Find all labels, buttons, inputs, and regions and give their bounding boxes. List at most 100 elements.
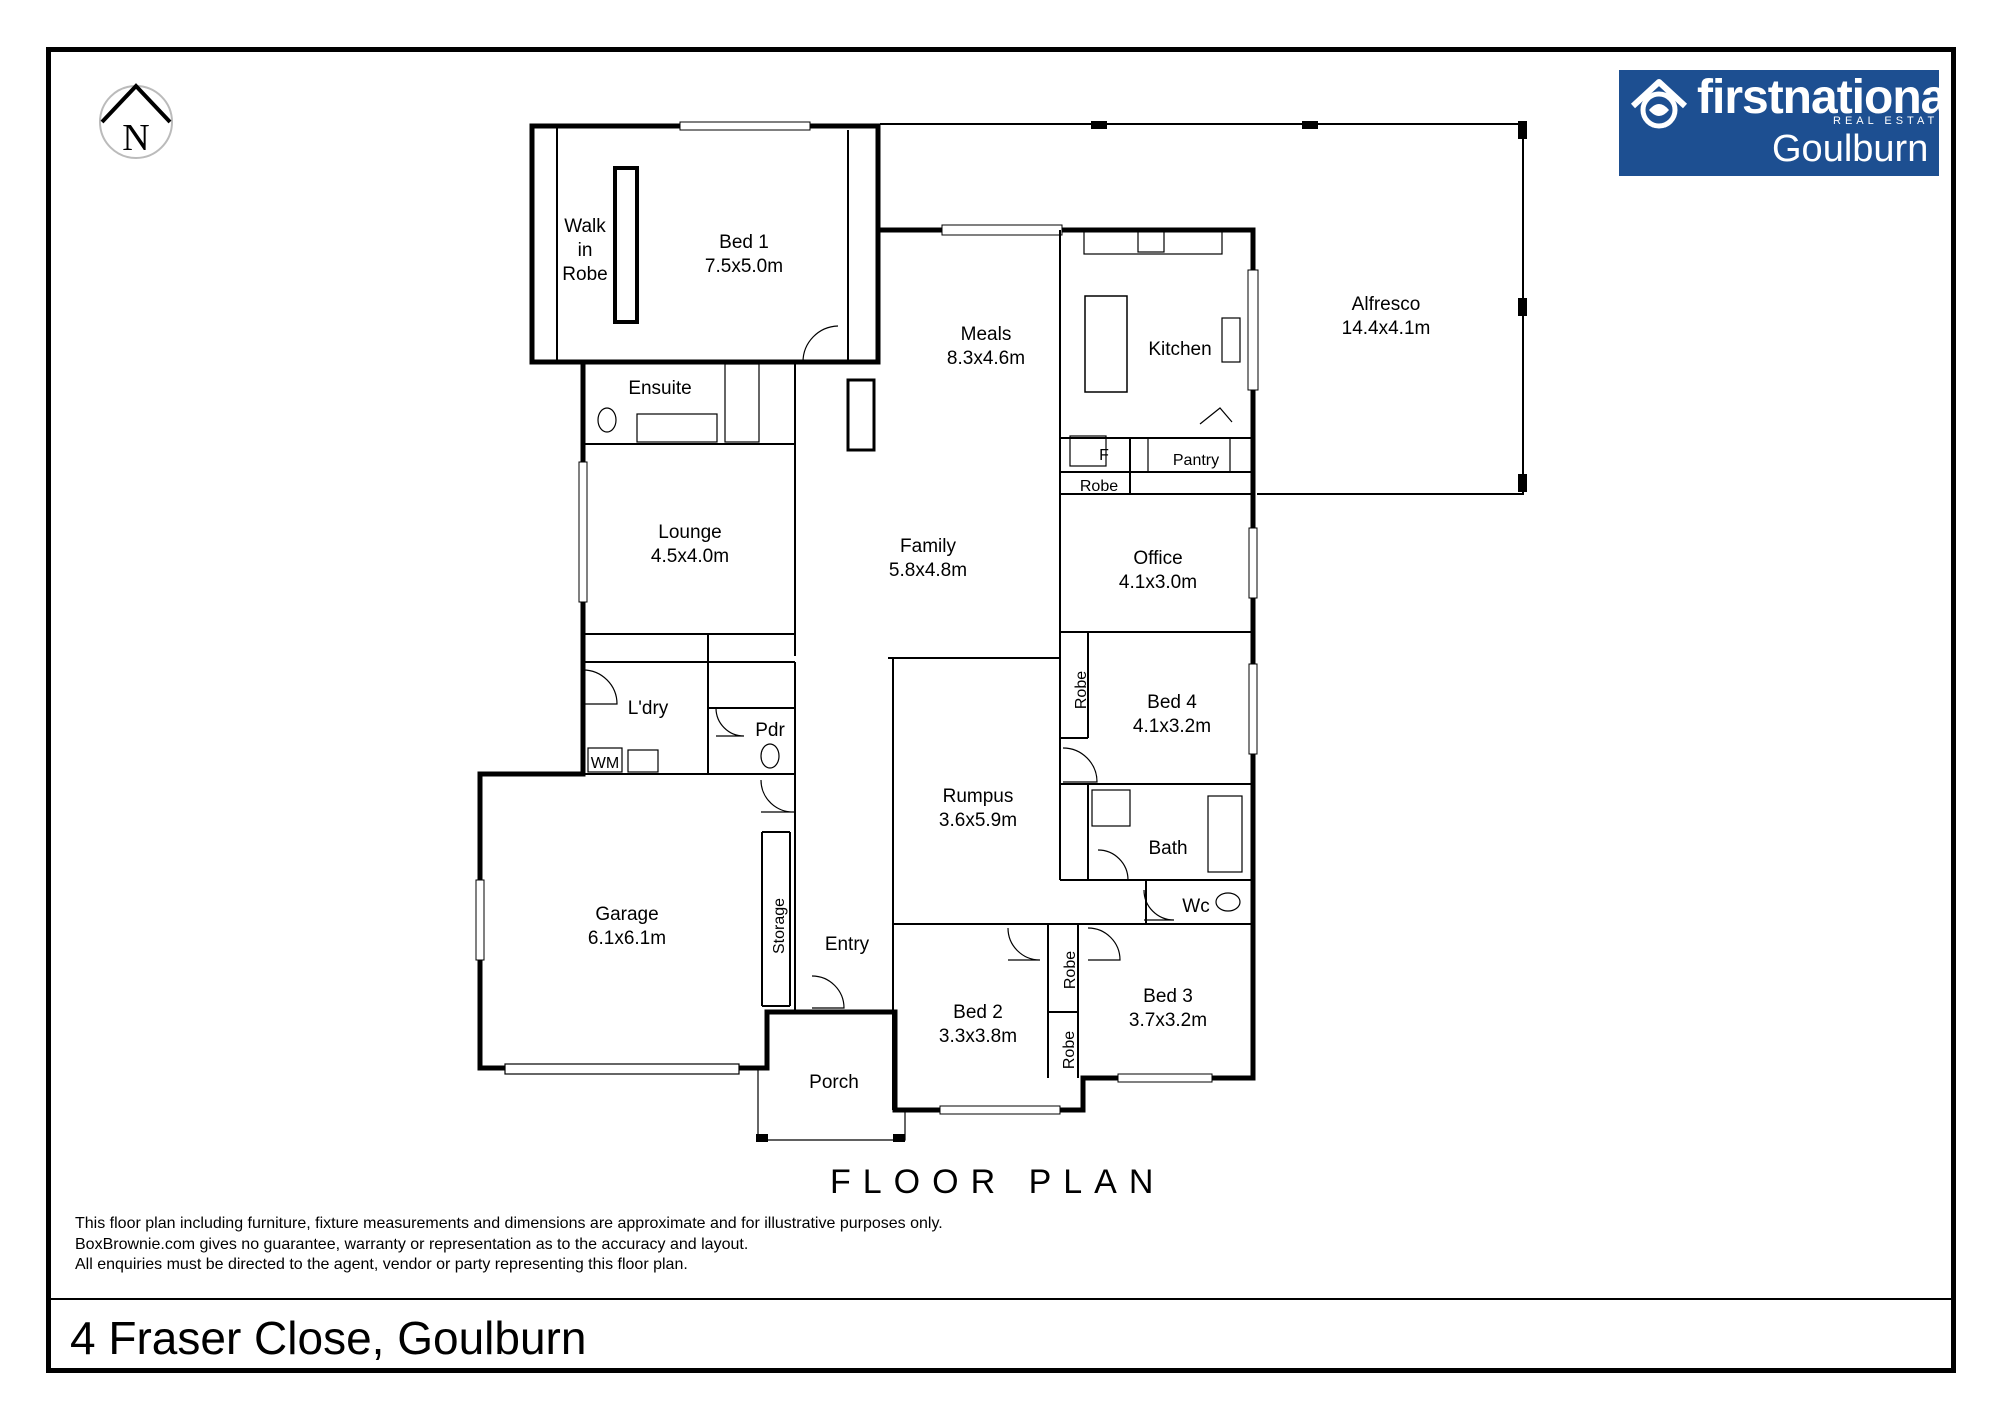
house-outer-wall bbox=[477, 227, 1256, 1113]
compass-arrow-icon bbox=[100, 83, 172, 124]
bed1-window bbox=[679, 121, 811, 131]
porch-name: Porch bbox=[809, 1072, 859, 1093]
bath-shower-icon bbox=[1091, 789, 1131, 827]
compass-north-label: N bbox=[122, 117, 149, 159]
door-swings bbox=[582, 407, 1233, 1009]
laundry-name: L'dry bbox=[628, 698, 669, 719]
storage-label: Storage bbox=[771, 898, 788, 954]
garage-door bbox=[504, 1063, 740, 1075]
bed3-robe-label: Robe bbox=[1062, 951, 1079, 989]
footer-divider bbox=[46, 1298, 1956, 1300]
bath-name: Bath bbox=[1148, 838, 1187, 859]
lounge-window bbox=[578, 461, 588, 603]
meals-size: 8.3x4.6m bbox=[947, 348, 1025, 369]
garage-window bbox=[475, 879, 485, 961]
pdr-toilet-icon bbox=[760, 743, 780, 769]
ensuite-name: Ensuite bbox=[628, 378, 691, 399]
fridge-label: F bbox=[1099, 447, 1109, 464]
garage-name: Garage bbox=[595, 904, 658, 925]
laundry-tub-icon bbox=[627, 749, 659, 773]
porch-post bbox=[893, 1134, 905, 1142]
property-address: 4 Fraser Close, Goulburn bbox=[70, 1312, 587, 1364]
kitchen-window bbox=[1247, 269, 1259, 391]
office-name: Office bbox=[1133, 548, 1182, 569]
bed1-size: 7.5x5.0m bbox=[705, 256, 783, 277]
pantry-label: Pantry bbox=[1173, 452, 1219, 469]
alfresco-post bbox=[1518, 121, 1527, 139]
wm-box bbox=[587, 747, 623, 773]
walk-in-robe-label: Walk bbox=[564, 216, 606, 237]
porch-outline bbox=[757, 1068, 906, 1141]
alfresco-area bbox=[880, 121, 1527, 495]
entry-name: Entry bbox=[825, 934, 870, 955]
logo-brand-name: firstnational bbox=[1697, 71, 1939, 124]
office-window bbox=[1248, 527, 1258, 599]
room-labels: Walk in Robe Bed 1 7.5x5.0m Alfresco 14.… bbox=[562, 216, 1430, 1093]
plan-frame bbox=[46, 47, 1956, 1373]
bed3-name: Bed 3 bbox=[1143, 986, 1193, 1007]
powder-name: Pdr bbox=[755, 720, 785, 741]
toilet-icon bbox=[597, 407, 617, 433]
bed4-window bbox=[1248, 663, 1258, 755]
bed4-size: 4.1x3.2m bbox=[1133, 716, 1211, 737]
pantry-box bbox=[1147, 437, 1231, 473]
wc-toilet-icon bbox=[1215, 892, 1241, 912]
bed3-window bbox=[1117, 1073, 1213, 1083]
family-name: Family bbox=[900, 536, 956, 557]
bed4-robe-label: Robe bbox=[1073, 671, 1090, 709]
bath-fixtures bbox=[587, 743, 1243, 912]
office-robe-label: Robe bbox=[1080, 478, 1118, 495]
family-size: 5.8x4.8m bbox=[889, 560, 967, 581]
bed1-name: Bed 1 bbox=[719, 232, 769, 253]
alfresco-post bbox=[1302, 121, 1318, 129]
floor-plan-title: FLOOR PLAN bbox=[830, 1163, 1166, 1201]
alfresco-post bbox=[1518, 474, 1527, 492]
first-national-logo: firstnational REAL ESTATE Goulburn bbox=[1619, 70, 1939, 176]
bed2-name: Bed 2 bbox=[953, 1002, 1003, 1023]
kitchen-name: Kitchen bbox=[1148, 339, 1211, 360]
logo-city: Goulburn bbox=[1772, 128, 1929, 170]
interior-walls bbox=[582, 230, 1253, 1110]
rumpus-name: Rumpus bbox=[943, 786, 1014, 807]
bed2-size: 3.3x3.8m bbox=[939, 1026, 1017, 1047]
walk-in-robe-label: Robe bbox=[562, 264, 607, 285]
sink-icon bbox=[1221, 317, 1241, 363]
ensuite-fixtures bbox=[597, 363, 760, 443]
garage-size: 6.1x6.1m bbox=[588, 928, 666, 949]
bed3-size: 3.7x3.2m bbox=[1129, 1010, 1207, 1031]
alfresco-post bbox=[1518, 298, 1527, 316]
porch-area bbox=[756, 1068, 906, 1142]
kitchen-island bbox=[1084, 295, 1128, 393]
logo-subtitle: REAL ESTATE bbox=[1833, 115, 1939, 127]
wc-name: Wc bbox=[1182, 896, 1209, 917]
rumpus-size: 3.6x5.9m bbox=[939, 810, 1017, 831]
meals-window bbox=[941, 224, 1063, 236]
alfresco-size: 14.4x4.1m bbox=[1342, 318, 1431, 339]
disclaimer: This floor plan including furniture, fix… bbox=[75, 1214, 943, 1276]
wm-label: WM bbox=[591, 755, 619, 772]
alfresco-post bbox=[1091, 121, 1107, 129]
bed2-robe-label: Robe bbox=[1061, 1031, 1078, 1069]
robe-rail bbox=[613, 166, 639, 324]
fridge-box bbox=[1069, 435, 1107, 467]
meals-name: Meals bbox=[961, 324, 1012, 345]
disclaimer-line: All enquiries must be directed to the ag… bbox=[75, 1256, 688, 1273]
disclaimer-line: This floor plan including furniture, fix… bbox=[75, 1215, 943, 1232]
lounge-size: 4.5x4.0m bbox=[651, 546, 729, 567]
porch-post bbox=[756, 1134, 768, 1142]
cooktop-icon bbox=[1137, 229, 1165, 253]
bed4-name: Bed 4 bbox=[1147, 692, 1197, 713]
north-compass: N bbox=[99, 83, 173, 159]
first-national-logo-mark-icon bbox=[1630, 79, 1688, 129]
alfresco-name: Alfresco bbox=[1352, 294, 1421, 315]
bathtub-icon bbox=[1207, 795, 1243, 873]
disclaimer-line: BoxBrownie.com gives no guarantee, warra… bbox=[75, 1235, 749, 1253]
bed1-door bbox=[802, 325, 839, 363]
bed2-window bbox=[939, 1105, 1061, 1115]
shower-icon bbox=[724, 363, 760, 443]
walk-in-robe-label: in bbox=[578, 240, 593, 261]
kitchen-bench bbox=[1083, 229, 1223, 255]
kitchen-fixtures bbox=[1069, 229, 1241, 473]
openings bbox=[475, 461, 1258, 1115]
